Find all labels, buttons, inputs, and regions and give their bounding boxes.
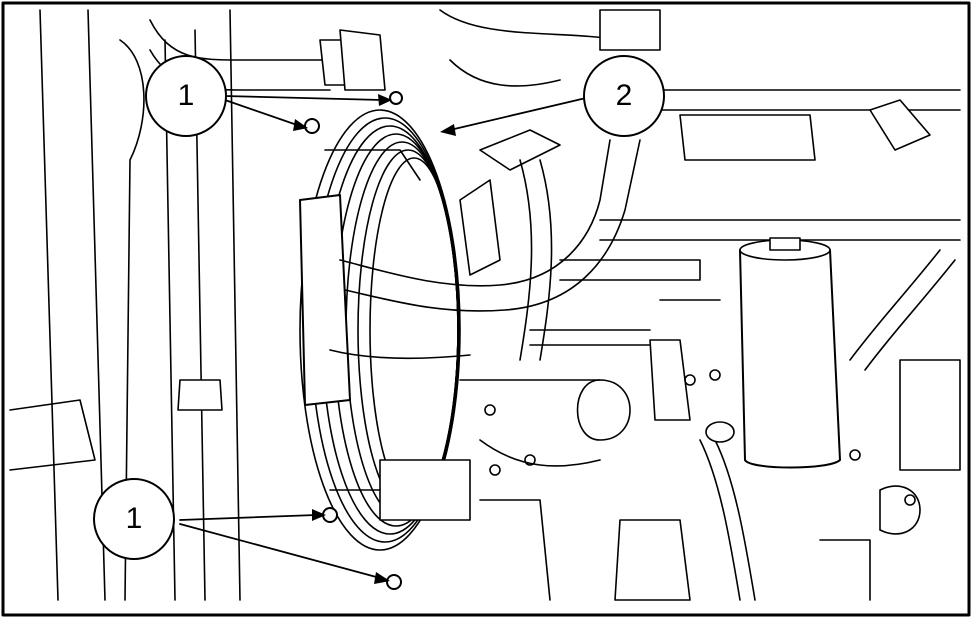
callout-1-top-circle: [145, 55, 227, 137]
mounting-bolts: [304, 91, 403, 590]
ac-hoses: [329, 129, 641, 361]
lower-engine-block: [379, 369, 916, 601]
upper-hoses: [149, 9, 661, 91]
leader-arrowheads: [293, 94, 456, 584]
callout-2-circle: [583, 55, 665, 137]
callout-1-bottom-circle: [93, 478, 175, 560]
right-engine-components: [529, 89, 961, 601]
callout-circles: [93, 55, 665, 560]
leader-lines: [179, 95, 587, 579]
